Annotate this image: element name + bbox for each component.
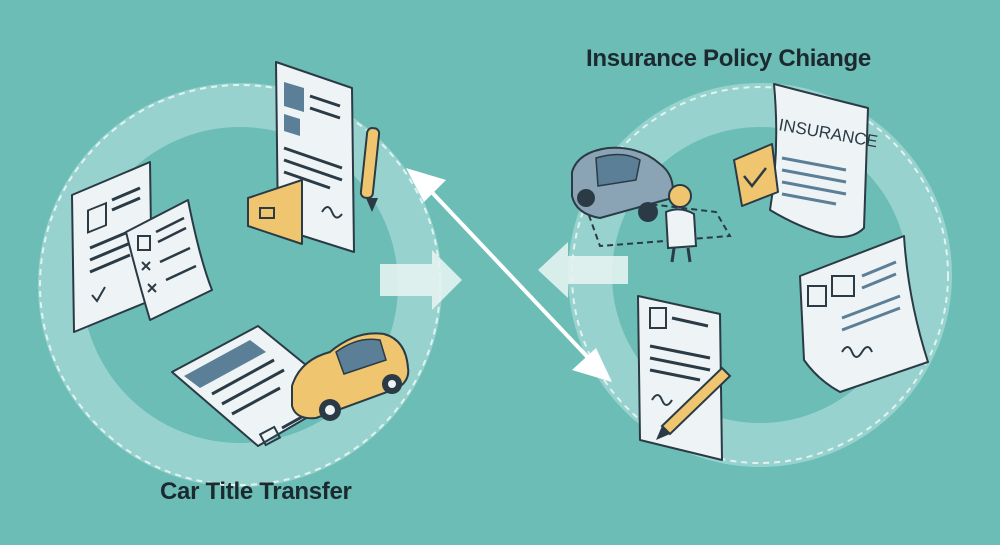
- left-pointing-block-arrow: [538, 242, 628, 298]
- yellow-car-icon: [291, 332, 410, 421]
- title-folder-icon: [247, 61, 355, 253]
- shield-check-icon: [733, 143, 779, 207]
- pen-icon: [359, 127, 381, 212]
- car-with-person-icon: [571, 146, 732, 263]
- checklist-document-icon: [125, 199, 213, 321]
- policy-form-icon: [799, 235, 929, 393]
- signed-form-icon: [637, 295, 732, 461]
- double-headed-arrow: [406, 168, 612, 382]
- right-pointing-block-arrow: [380, 250, 462, 310]
- insurance-policy-change-title: Insurance Policy Chiange: [586, 45, 871, 72]
- car-title-transfer-title: Car Title Transfer: [160, 478, 352, 505]
- insurance-document-icon: INSURANCE: [769, 83, 879, 238]
